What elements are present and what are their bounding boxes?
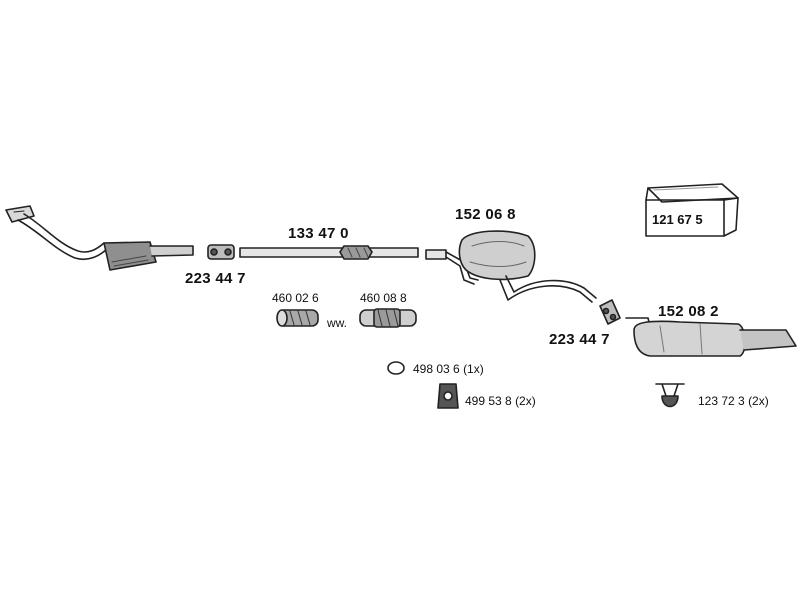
ring-quantity: (1x)	[463, 362, 484, 376]
ring-part-number: 498 03 6	[413, 362, 460, 376]
ring-label: 498 03 6 (1x)	[413, 362, 484, 376]
front-clamp-label: 223 44 7	[185, 270, 246, 287]
center-muffler-label: 152 06 8	[455, 206, 516, 223]
repair-pipe-b-part	[359, 308, 417, 328]
or-label: ww.	[327, 316, 348, 330]
center-muffler-part	[425, 230, 597, 303]
hanger-part-number: 123 72 3	[698, 394, 745, 408]
repair-pipe-b-label: 460 08 8	[360, 291, 407, 305]
middle-pipe-label: 133 47 0	[288, 225, 349, 242]
hanger-icon	[655, 383, 685, 408]
mount-part-number: 499 53 8	[465, 394, 512, 408]
mount-icon	[437, 383, 459, 409]
repair-pipe-a-part	[276, 309, 319, 327]
hanger-label: 123 72 3 (2x)	[698, 394, 769, 408]
rear-muffler-label: 152 08 2	[658, 303, 719, 320]
front-pipe-catalyst	[5, 205, 194, 271]
rear-clamp-label: 223 44 7	[549, 331, 610, 348]
hanger-quantity: (2x)	[748, 394, 769, 408]
mount-quantity: (2x)	[515, 394, 536, 408]
kit-box-icon	[645, 183, 739, 237]
middle-pipe-part	[239, 245, 419, 260]
front-clamp-part	[207, 244, 235, 260]
kit-box-label: 121 67 5	[652, 212, 703, 227]
mount-label: 499 53 8 (2x)	[465, 394, 536, 408]
ring-icon	[387, 361, 405, 375]
rear-muffler-part	[625, 317, 797, 357]
rear-clamp-part	[599, 299, 621, 325]
repair-pipe-a-label: 460 02 6	[272, 291, 319, 305]
